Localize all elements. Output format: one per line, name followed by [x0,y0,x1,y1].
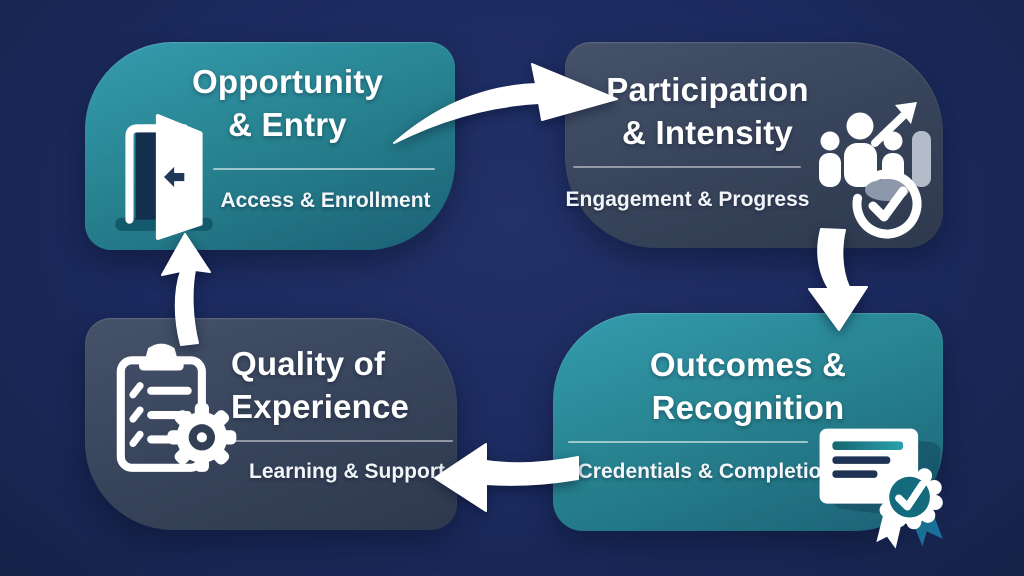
certificate-badge-icon [819,428,943,549]
card-quality-experience: Quality of Experience Learning & Support [85,318,457,530]
divider [573,166,801,168]
card-subtitle: Engagement & Progress [565,188,810,211]
check-circle-icon [852,169,922,239]
card-title: Opportunity & Entry [140,60,435,146]
title-line: Quality of [231,345,386,382]
divider [228,440,453,442]
title-line: Opportunity [192,63,383,100]
card-title: Quality of Experience [231,342,446,428]
divider [568,441,808,443]
card-subtitle: Credentials & Completion [577,460,835,483]
title-line: Outcomes & [649,346,847,383]
card-subtitle: Access & Enrollment [220,189,431,212]
arrow-down-icon [808,228,868,331]
card-title: Outcomes & Recognition [598,343,898,429]
arrow-up-icon [161,233,211,346]
divider [213,168,435,170]
arrow-left-icon [434,443,579,512]
title-line: Experience [231,388,410,425]
card-opportunity-entry: Opportunity & Entry Access & Enrollment [85,42,455,250]
clipboard-gear-icon [116,343,237,472]
title-line: Participation [606,71,809,108]
arrow-right-curved-icon [393,63,618,144]
rosette-badge [876,463,943,530]
open-door-icon [115,114,213,240]
gear-icon [167,402,237,472]
card-participation-intensity: Participation & Intensity Engagement & P… [565,42,943,248]
title-line: & Entry [228,106,347,143]
card-title: Participation & Intensity [565,68,850,154]
card-outcomes-recognition: Outcomes & Recognition Credentials & Com… [553,313,943,549]
title-line: & Intensity [622,114,793,151]
card-subtitle: Learning & Support [249,460,445,483]
title-line: Recognition [651,389,845,426]
